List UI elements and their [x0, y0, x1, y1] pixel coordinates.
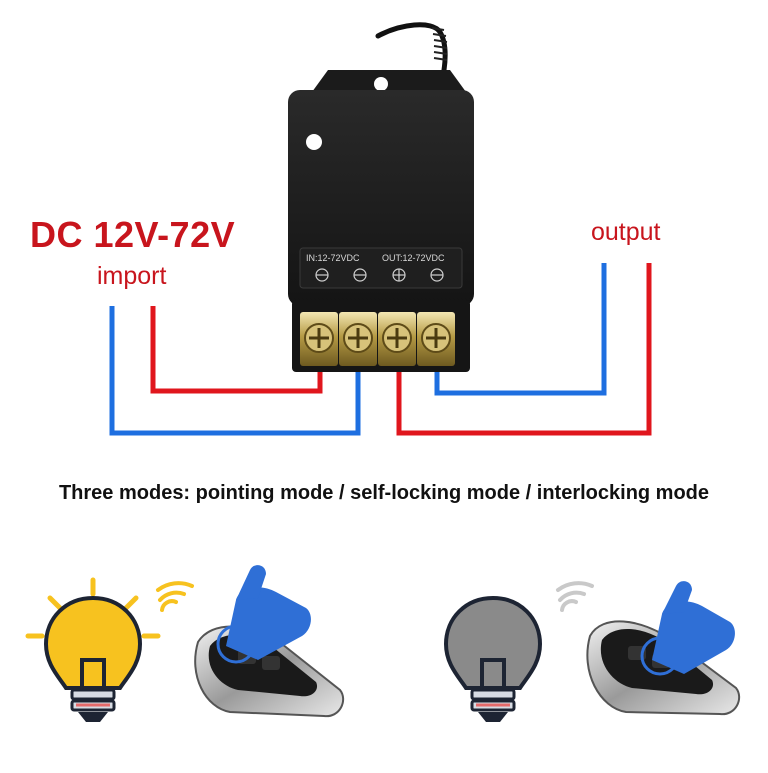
car-key-remote-icon — [194, 624, 345, 718]
wires — [109, 263, 652, 436]
terminal-out-label: OUT:12-72VDC — [382, 253, 445, 263]
wireless-signal-icon — [156, 581, 194, 612]
modes-caption: Three modes: pointing mode / self-lockin… — [58, 482, 710, 504]
terminal-screws — [300, 312, 455, 366]
input-positive-wire — [150, 306, 323, 394]
terminal-in-label: IN:12-72VDC — [306, 253, 360, 263]
output-label: output — [591, 218, 661, 246]
output-negative-wire — [434, 263, 607, 396]
mode-illustration-on — [25, 565, 345, 722]
lightbulb-off-icon — [443, 595, 543, 722]
mode-illustration-off — [443, 581, 741, 722]
mounting-hole — [374, 77, 388, 91]
input-voltage-label: DC 12V-72V — [30, 214, 236, 255]
output-positive-wire — [396, 263, 652, 436]
indicator-led — [306, 134, 322, 150]
mounting-tab — [312, 70, 466, 92]
antenna — [375, 22, 448, 73]
pointing-hand-icon — [226, 565, 311, 660]
input-negative-wire — [109, 306, 361, 436]
pointing-hand-icon — [652, 581, 735, 674]
relay-module: IN:12-72VDC OUT:12-72VDC — [288, 22, 474, 372]
input-label: import — [97, 262, 167, 290]
lightbulb-on-icon — [25, 577, 161, 722]
wireless-signal-icon — [556, 581, 594, 612]
